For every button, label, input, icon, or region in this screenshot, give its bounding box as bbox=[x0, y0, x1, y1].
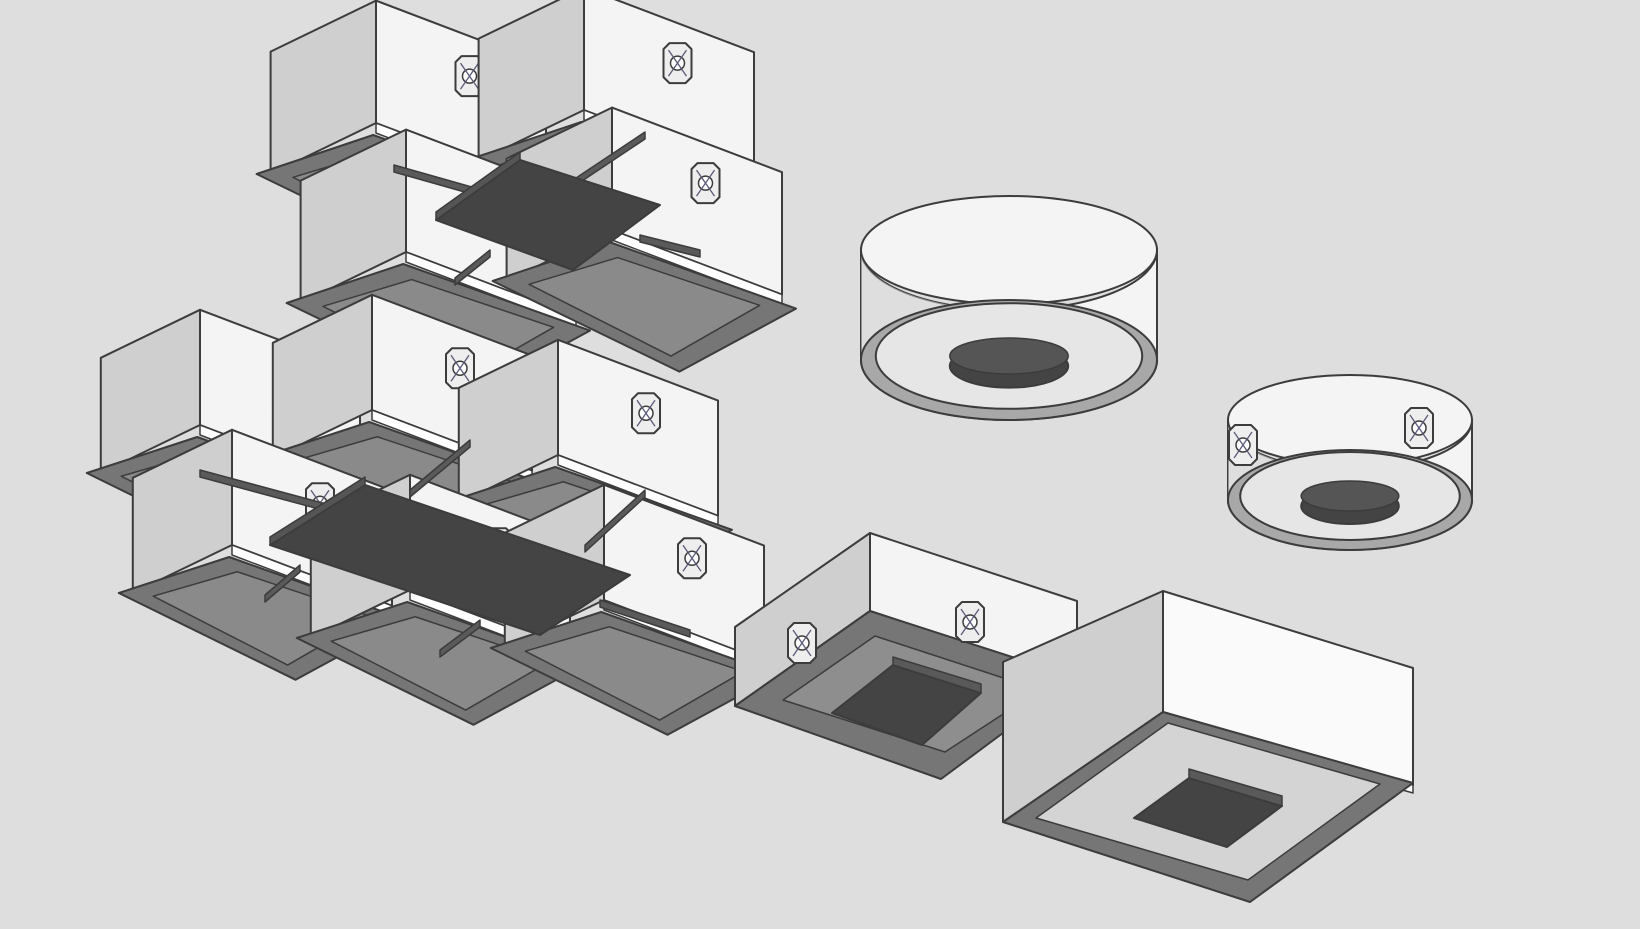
connector-bar bbox=[264, 564, 301, 603]
cylinder-lens-top bbox=[1300, 480, 1400, 512]
six-cube-cluster bbox=[85, 293, 779, 736]
connector-bar bbox=[409, 439, 471, 498]
clip-spokes bbox=[1233, 431, 1253, 459]
plate-edge bbox=[269, 476, 366, 546]
clip-spokes bbox=[695, 169, 716, 197]
connector-bar bbox=[584, 489, 646, 553]
clip-spokes bbox=[682, 544, 702, 572]
box-lens-edge bbox=[1188, 768, 1283, 807]
clip-icon bbox=[445, 347, 475, 390]
quad-cube-cluster bbox=[255, 0, 797, 395]
connector-bar bbox=[599, 599, 691, 638]
connector-bar bbox=[639, 234, 701, 258]
clip-icon bbox=[677, 537, 707, 580]
clip-spokes bbox=[792, 629, 812, 657]
square-fixture-large bbox=[1002, 590, 1414, 903]
clip-spokes bbox=[960, 608, 980, 636]
connector-bar bbox=[439, 619, 481, 658]
clip-spokes bbox=[1409, 414, 1429, 442]
cylinder-top bbox=[860, 195, 1158, 305]
center-plate bbox=[435, 151, 661, 271]
small-round-fixture bbox=[1227, 374, 1473, 551]
clip-icon bbox=[454, 55, 485, 98]
center-plate-large bbox=[269, 476, 631, 636]
round-fixtures bbox=[860, 195, 1473, 551]
square-fixtures bbox=[734, 532, 1414, 903]
cube-tray-inner bbox=[528, 256, 761, 357]
clip-icon bbox=[1228, 424, 1258, 466]
clip-icon bbox=[955, 601, 985, 643]
clip-spokes bbox=[636, 399, 656, 427]
clip-icon bbox=[690, 162, 721, 205]
cube-clusters bbox=[85, 0, 797, 736]
box-lens-edge bbox=[892, 656, 982, 694]
large-round-fixture bbox=[860, 195, 1158, 421]
plate-edge bbox=[435, 151, 521, 221]
clip-spokes bbox=[450, 354, 470, 382]
clip-icon bbox=[662, 42, 693, 85]
connector-bar bbox=[454, 249, 491, 286]
clip-icon bbox=[1404, 407, 1434, 449]
clip-icon bbox=[631, 392, 661, 435]
clip-icon bbox=[787, 622, 817, 664]
clip-spokes bbox=[667, 49, 688, 77]
clip-spokes bbox=[459, 62, 480, 90]
cylinder-lens-top bbox=[949, 337, 1069, 375]
